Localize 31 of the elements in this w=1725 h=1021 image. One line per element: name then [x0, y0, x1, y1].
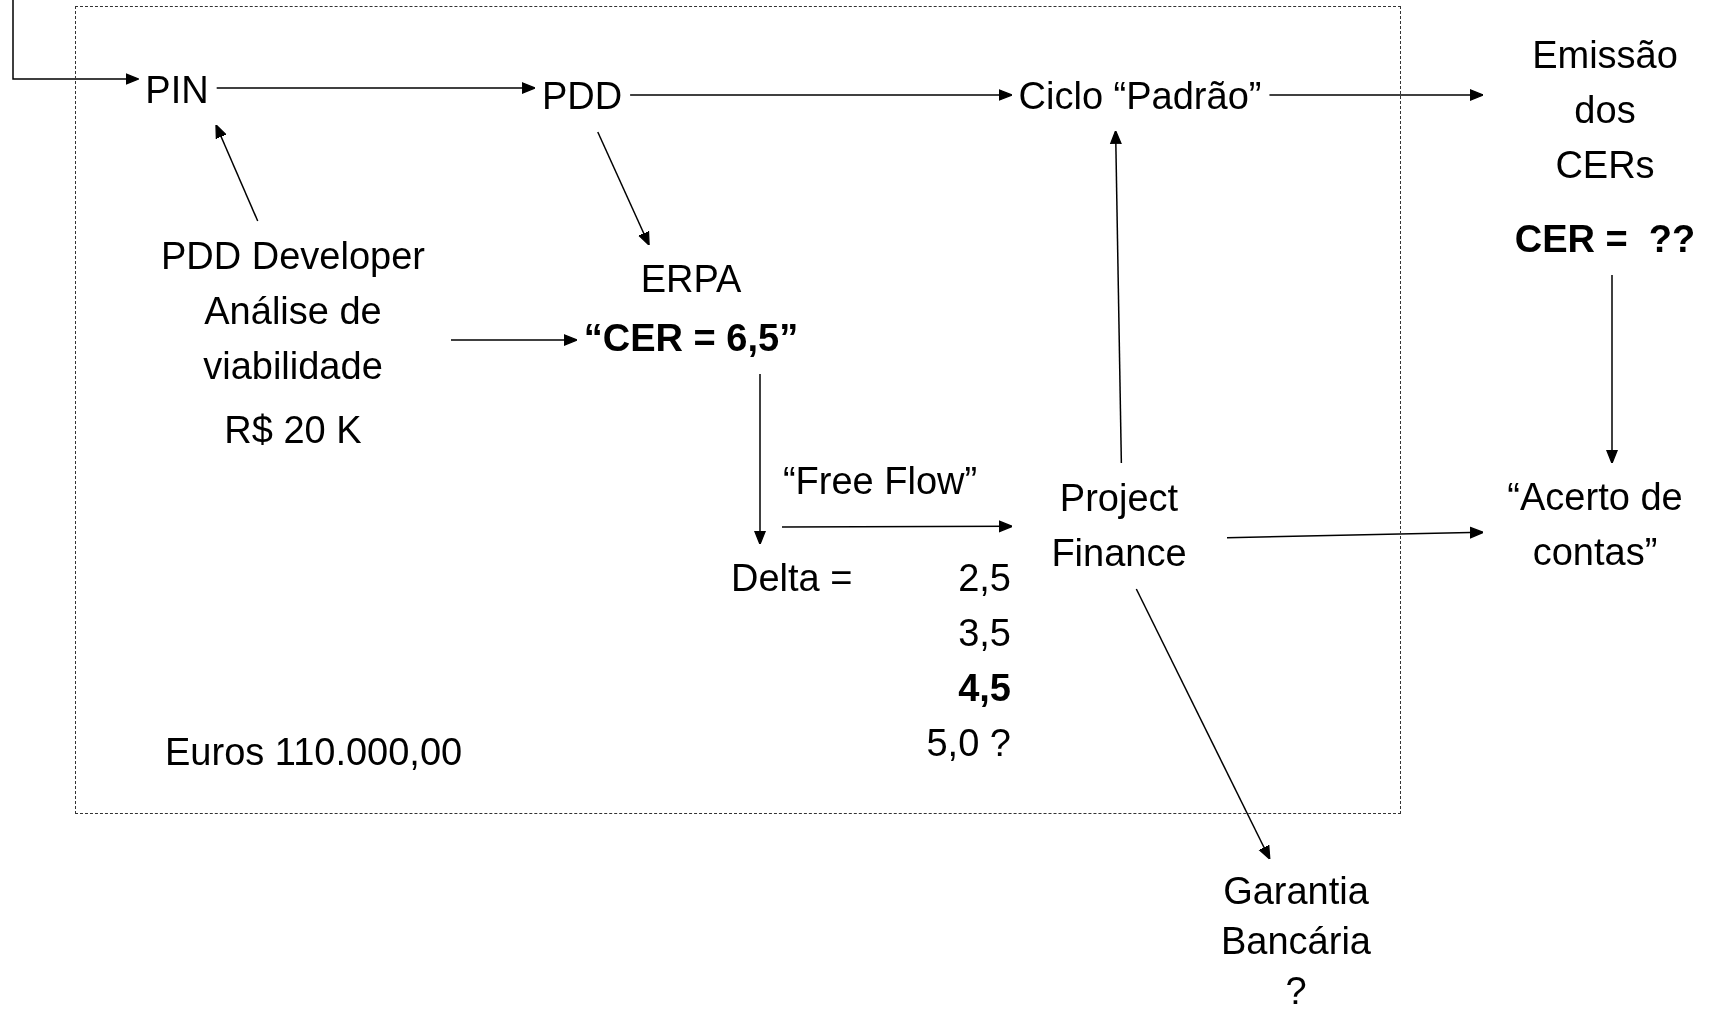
flow-text: ERPA: [639, 257, 743, 302]
arrow: [781, 520, 1013, 533]
arrow: [754, 373, 766, 545]
flow-text: Emissão dos CERs: [1531, 33, 1679, 188]
flow-text: 2,5: [958, 556, 1011, 601]
flow-text: PDD Developer Análise de viabilidade: [160, 234, 426, 389]
arrow: [215, 82, 536, 94]
flow-text: 5,0 ?: [926, 721, 1011, 766]
flow-text: “Acerto de contas”: [1506, 475, 1684, 575]
flow-text: PDD: [541, 74, 623, 119]
flow-text: Delta =: [731, 556, 853, 601]
arrow: [450, 334, 578, 346]
flow-text: PIN: [145, 68, 209, 113]
arrow: [1110, 130, 1123, 464]
flow-text: Project Finance: [1050, 476, 1188, 576]
flow-text: Garantia Bancária ?: [1220, 869, 1372, 1014]
arrow: [1226, 526, 1484, 539]
flow-text: Ciclo “Padrão”: [1018, 74, 1262, 119]
arrow: [1268, 89, 1484, 101]
flow-text: CER = ??: [1513, 217, 1697, 262]
flow-text: 4,5: [958, 666, 1011, 711]
flow-text: 3,5: [958, 611, 1011, 656]
arrow: [12, 0, 140, 85]
flow-text: “CER = 6,5”: [583, 316, 799, 361]
arrow: [1606, 274, 1618, 464]
arrow: [629, 89, 1013, 101]
arrow: [1135, 588, 1271, 860]
cost-note: Euros 110.000,00: [165, 730, 463, 775]
flow-text: R$ 20 K: [223, 408, 363, 453]
arrow: [597, 131, 650, 246]
arrow: [215, 124, 259, 222]
